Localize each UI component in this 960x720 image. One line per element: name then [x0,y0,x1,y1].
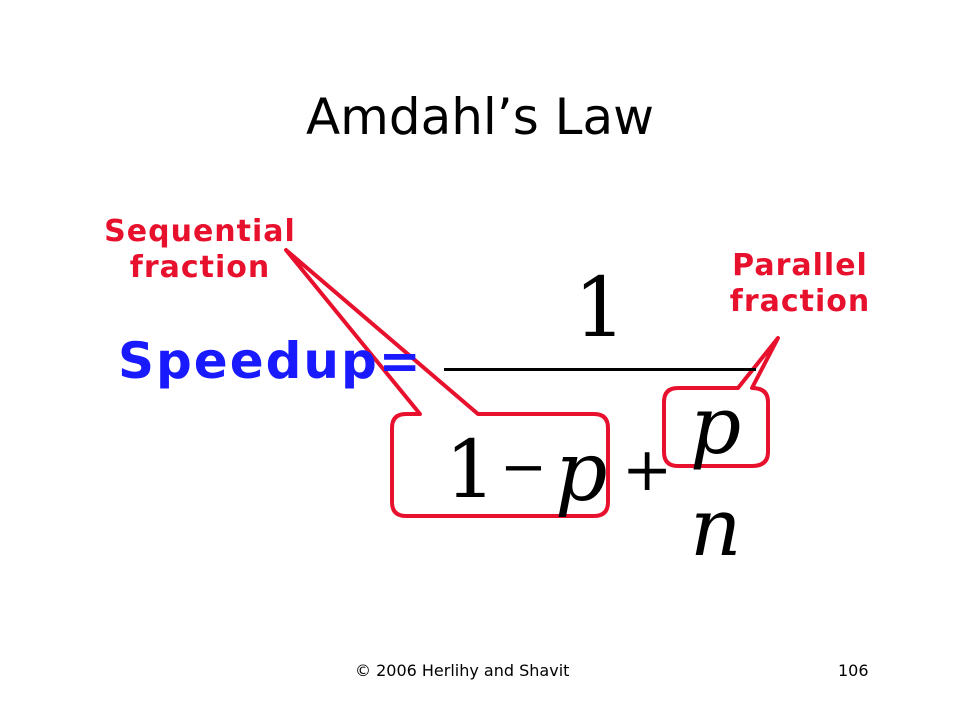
denominator-minus: − [500,435,547,500]
parallel-fraction-label: Parallel fraction [705,248,895,320]
parallel-label-line1: Parallel [732,248,868,283]
formula-numerator: 1 [573,261,627,356]
denominator-p: p [555,425,608,520]
sequential-label-line2: fraction [129,250,271,285]
denominator-plus: + [622,435,673,505]
denominator-one: 1 [445,423,496,516]
fraction-bar [444,368,756,371]
parallel-label-line2: fraction [729,284,871,319]
parallel-n: n [690,481,742,574]
speedup-label: Speedup= [118,332,423,390]
footer-copyright: © 2006 Herlihy and Shavit [355,661,570,680]
parallel-p: p [690,379,742,472]
footer-page-number: 106 [838,661,869,680]
sequential-fraction-label: Sequential fraction [80,214,320,286]
slide-title: Amdahl’s Law [305,88,655,146]
sequential-label-line1: Sequential [104,214,296,249]
